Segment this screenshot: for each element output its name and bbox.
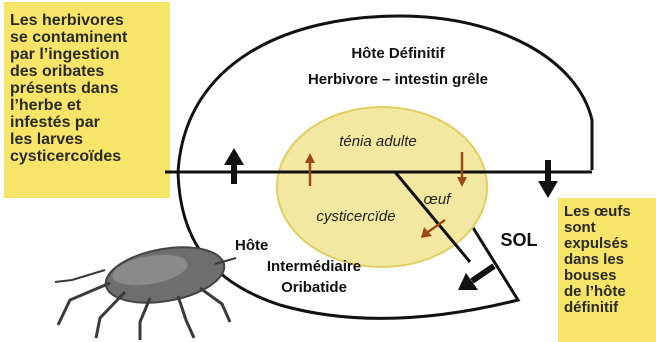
note-line: Les œufs: [564, 204, 656, 220]
arrow-down-icon: [538, 160, 558, 198]
note-line: expulsés: [564, 236, 656, 252]
egg-expulsion-note: Les œufs sont expulsés dans les bouses d…: [558, 198, 656, 342]
adult-tapeworm-label: ténia adulte: [339, 133, 417, 150]
cysticercoid-label: cysticercïde: [316, 208, 395, 225]
note-line: dans les: [564, 252, 656, 268]
note-line: sont: [564, 220, 656, 236]
intermediate-host-line3: Oribatide: [281, 279, 347, 296]
arrow-up-icon: [224, 148, 244, 184]
intermediate-host-line1: Hôte: [235, 237, 268, 254]
arrow-down-left-icon: [458, 266, 494, 290]
egg-label: œuf: [424, 191, 453, 208]
definitive-host-title: Hôte Définitif: [351, 45, 445, 62]
note-line: définitif: [564, 300, 656, 316]
intermediate-host-line2: Intermédiaire: [267, 258, 361, 275]
definitive-host-subtitle: Herbivore – intestin grêle: [308, 71, 488, 88]
soil-label: SOL: [500, 230, 537, 250]
oribatid-mite-illustration: [55, 239, 236, 340]
note-line: de l’hôte: [564, 284, 656, 300]
note-line: bouses: [564, 268, 656, 284]
